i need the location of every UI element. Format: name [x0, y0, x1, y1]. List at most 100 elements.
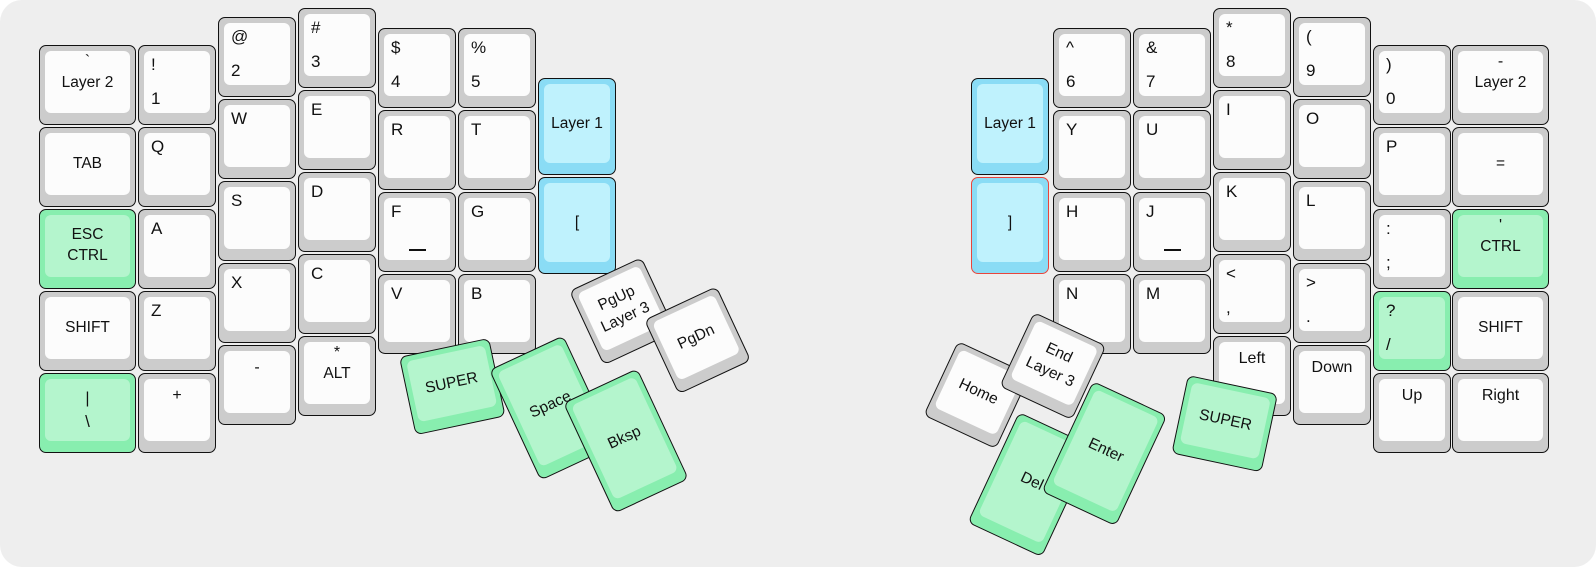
keycap-surface: 'CTRL — [1458, 215, 1543, 277]
key-right-6[interactable]: ^6 — [1053, 28, 1131, 108]
key-right-l[interactable]: L — [1293, 181, 1371, 261]
key-right-layer-2[interactable]: -Layer 2 — [1452, 45, 1549, 125]
key-left-t[interactable]: T — [458, 110, 536, 190]
key-right-ctrl[interactable]: 'CTRL — [1452, 209, 1549, 289]
keycap-surface: Z — [144, 297, 210, 359]
keycap-surface: ] — [977, 183, 1043, 262]
key-right-j[interactable]: J — [1133, 192, 1211, 272]
key-legend-shifted: D — [311, 182, 324, 201]
key-left-r[interactable]: R — [378, 110, 456, 190]
key-left-tab[interactable]: TAB — [39, 127, 136, 207]
keycap-surface: M — [1139, 280, 1205, 342]
keycap-surface: Q — [144, 133, 210, 195]
key-left-f[interactable]: F — [378, 192, 456, 272]
key-left-w[interactable]: W — [218, 99, 296, 179]
key-right-key[interactable]: >. — [1293, 263, 1371, 343]
key-left-esc-ctrl[interactable]: ESC CTRL — [39, 209, 136, 289]
key-left-v[interactable]: V — [378, 274, 456, 354]
homing-bar-indicator — [409, 248, 426, 251]
keycap-surface: K — [1219, 178, 1285, 240]
key-left-layer-1[interactable]: Layer 1 — [538, 78, 616, 175]
key-right-key[interactable]: = — [1452, 127, 1549, 207]
key-right-k[interactable]: K — [1213, 172, 1291, 252]
keycap-surface: - — [224, 351, 290, 413]
key-right-key[interactable]: ] — [971, 177, 1049, 274]
key-legend-shifted: * — [1226, 18, 1233, 37]
key-legend-shifted: B — [471, 284, 483, 303]
key-left-key[interactable]: - — [218, 345, 296, 425]
key-right-7[interactable]: &7 — [1133, 28, 1211, 108]
key-left-2[interactable]: @2 — [218, 17, 296, 97]
key-legend-main: + — [172, 387, 182, 404]
key-legend-shifted: N — [1066, 284, 1079, 303]
keycap-surface: [ — [544, 183, 610, 262]
keycap-surface: Right — [1458, 379, 1543, 441]
key-right-u[interactable]: U — [1133, 110, 1211, 190]
key-legend-shifted: S — [231, 191, 243, 210]
keycap-surface: D — [304, 178, 370, 240]
key-right-o[interactable]: O — [1293, 99, 1371, 179]
key-left-x[interactable]: X — [218, 263, 296, 343]
key-left-q[interactable]: Q — [138, 127, 216, 207]
key-left-d[interactable]: D — [298, 172, 376, 252]
key-legend-shifted: ! — [151, 55, 156, 74]
key-left-key[interactable]: + — [138, 373, 216, 453]
key-right-right[interactable]: Right — [1452, 373, 1549, 453]
key-right-down[interactable]: Down — [1293, 345, 1371, 425]
key-legend-shifted: G — [471, 202, 485, 221]
key-right-up[interactable]: Up — [1373, 373, 1451, 453]
key-right-key[interactable]: :; — [1373, 209, 1451, 289]
key-right-0[interactable]: )0 — [1373, 45, 1451, 125]
key-left-s[interactable]: S — [218, 181, 296, 261]
key-legend-base: . — [1306, 307, 1311, 327]
keycap-surface: Bksp — [570, 376, 679, 501]
key-legend-main: [ — [574, 213, 580, 231]
keycap-surface: R — [384, 116, 450, 178]
keycap-surface: )0 — [1379, 51, 1445, 113]
key-right-8[interactable]: *8 — [1213, 8, 1291, 88]
key-right-i[interactable]: I — [1213, 90, 1291, 170]
key-right-key[interactable]: ?/ — [1373, 291, 1451, 371]
key-left-thumb-super[interactable]: SUPER — [399, 337, 506, 436]
key-left-5[interactable]: %5 — [458, 28, 536, 108]
key-right-key[interactable]: <, — [1213, 254, 1291, 334]
key-left-key[interactable]: [ — [538, 177, 616, 274]
key-right-shift[interactable]: SHIFT — [1452, 291, 1549, 371]
key-left-4[interactable]: $4 — [378, 28, 456, 108]
key-legend-main: Left — [1238, 350, 1266, 367]
key-right-layer-1[interactable]: Layer 1 — [971, 78, 1049, 175]
key-left-a[interactable]: A — [138, 209, 216, 289]
key-legend-main: TAB — [73, 154, 102, 172]
keycap-surface: SUPER — [406, 344, 498, 423]
key-left-shift[interactable]: SHIFT — [39, 291, 136, 371]
key-left-1[interactable]: !1 — [138, 45, 216, 125]
key-right-p[interactable]: P — [1373, 127, 1451, 207]
key-left-g[interactable]: G — [458, 192, 536, 272]
keycap-surface: G — [464, 198, 530, 260]
keycap-surface: T — [464, 116, 530, 178]
key-legend-shifted: X — [231, 273, 243, 292]
key-right-h[interactable]: H — [1053, 192, 1131, 272]
key-legend-shifted: A — [151, 219, 163, 238]
key-right-m[interactable]: M — [1133, 274, 1211, 354]
key-left-c[interactable]: C — [298, 254, 376, 334]
key-right-9[interactable]: (9 — [1293, 17, 1371, 97]
keycap-surface: #3 — [304, 14, 370, 76]
key-legend-shifted: P — [1386, 137, 1398, 156]
key-left-key[interactable]: |\ — [39, 373, 136, 453]
key-left-layer-2[interactable]: `Layer 2 — [39, 45, 136, 125]
key-legend-shifted: I — [1226, 100, 1231, 119]
keycap-surface: |\ — [45, 379, 130, 441]
key-left-alt[interactable]: *ALT — [298, 336, 376, 416]
key-legend-shifted: $ — [391, 38, 401, 57]
key-right-y[interactable]: Y — [1053, 110, 1131, 190]
key-left-3[interactable]: #3 — [298, 8, 376, 88]
key-left-z[interactable]: Z — [138, 291, 216, 371]
key-legend-main: SHIFT — [1478, 318, 1523, 336]
key-legend-shifted: O — [1306, 109, 1320, 128]
keycap-surface: *8 — [1219, 14, 1285, 76]
keycap-surface: W — [224, 105, 290, 167]
key-left-e[interactable]: E — [298, 90, 376, 170]
key-legend-shifted: ^ — [1066, 38, 1074, 57]
keycap-surface: :; — [1379, 215, 1445, 277]
